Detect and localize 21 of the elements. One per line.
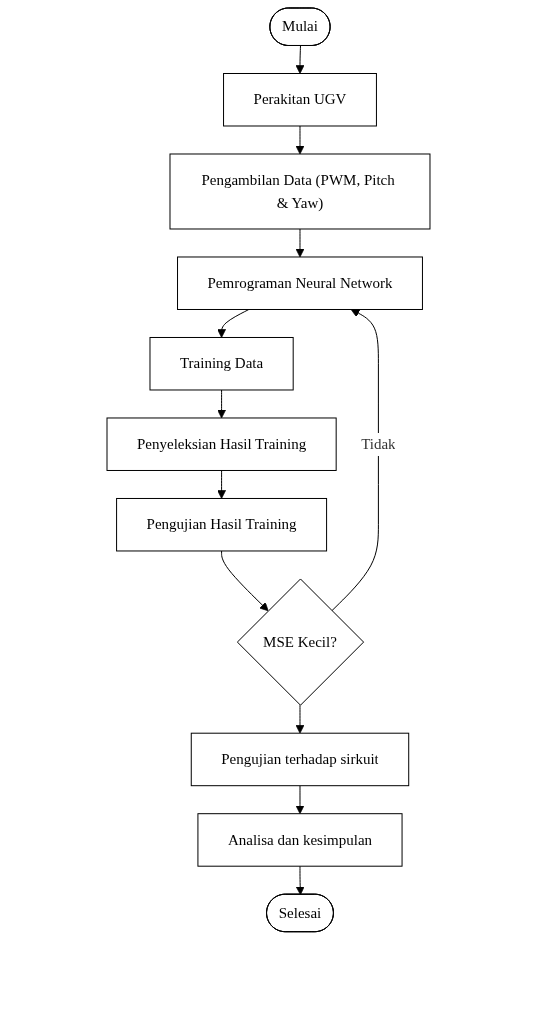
node-box: Training Data bbox=[149, 337, 294, 391]
arrow bbox=[217, 389, 226, 419]
node-box: Penyeleksian Hasil Training bbox=[106, 417, 337, 471]
arrow bbox=[295, 865, 305, 896]
node-box: Pengujian terhadap sirkuit bbox=[190, 732, 410, 787]
arrow bbox=[295, 785, 305, 815]
node-diamond: MSE Kecil? bbox=[236, 578, 365, 706]
node-box: Pengujian Hasil Training bbox=[116, 498, 328, 552]
edge-label: Tidak bbox=[361, 435, 396, 452]
arrow bbox=[221, 550, 269, 612]
arrow bbox=[295, 125, 305, 155]
arrow bbox=[331, 309, 379, 612]
node-box: Analisa dan kesimpulan bbox=[197, 813, 403, 867]
arrow bbox=[295, 228, 305, 258]
node-box: Pengambilan Data (PWM, Pitch & Yaw) bbox=[169, 153, 431, 230]
arrow bbox=[295, 704, 305, 734]
arrow bbox=[217, 470, 226, 499]
arrow bbox=[295, 45, 305, 74]
node-box: Pemrograman Neural Network bbox=[177, 256, 423, 310]
arrow bbox=[217, 309, 250, 338]
node-box: Perakitan UGV bbox=[223, 73, 377, 127]
